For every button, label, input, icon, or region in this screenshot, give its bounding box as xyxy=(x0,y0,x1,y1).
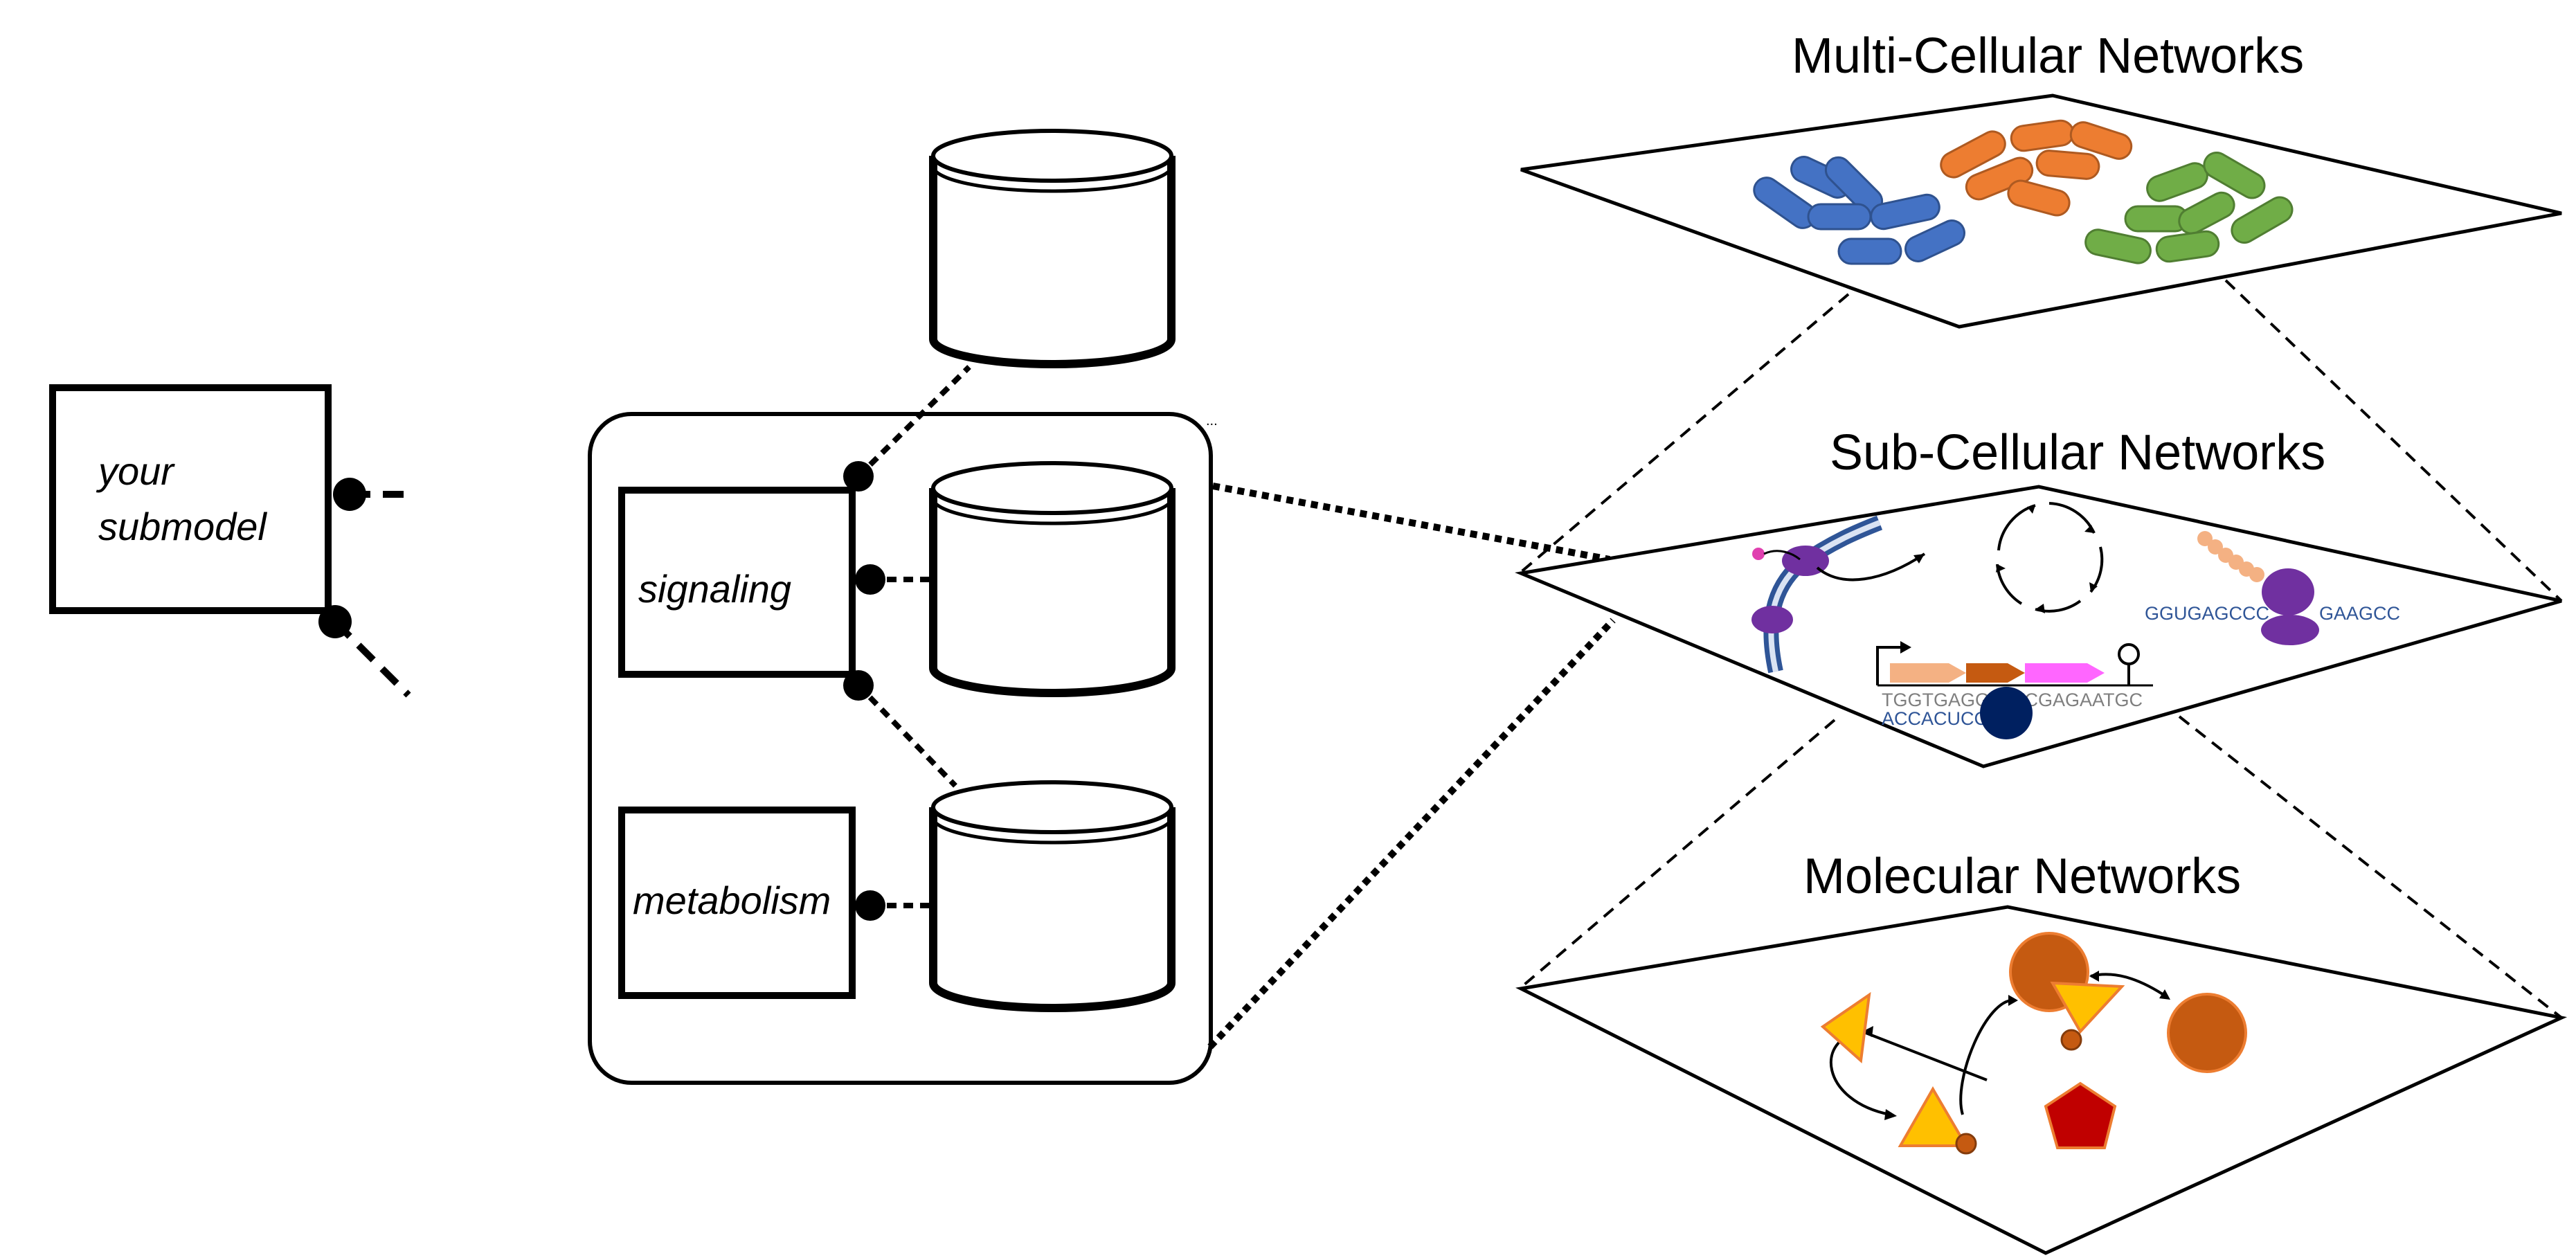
arrowheads xyxy=(1862,971,2170,1120)
layer-molecular: Molecular Networks xyxy=(1515,849,2568,1255)
molecule-triangle-icon xyxy=(1820,991,1871,1064)
membrane-receptor-icon xyxy=(1751,515,1926,674)
composite-ports xyxy=(843,461,885,921)
port-dot xyxy=(855,564,885,595)
port-dot xyxy=(843,461,874,492)
layer-multicellular: Multi-Cellular Networks xyxy=(1520,28,2562,329)
molecule-complex-icon xyxy=(2009,932,2125,1051)
genetic-circuit-icon: TGGTGAGG TCGAGAATGC ACCACUCC xyxy=(1876,641,2153,739)
layer-title-subcellular: Sub-Cellular Networks xyxy=(1830,425,2325,480)
cycle-arrowheads xyxy=(1996,505,2098,613)
store-signaling xyxy=(929,461,1176,697)
port-dot xyxy=(318,605,352,638)
bacteria-cluster-green xyxy=(2084,152,2294,264)
molecule-pentagon-icon xyxy=(2044,1081,2117,1149)
rna-sequence-left: GGUGAGCCC xyxy=(2145,603,2269,624)
dna-sequence-bottom: ACCACUCC xyxy=(1882,708,1988,729)
molecule-triangle-bound-icon xyxy=(1898,1086,1977,1155)
port-dot xyxy=(855,890,885,921)
bacteria-cluster-blue xyxy=(1753,156,1965,265)
port-dot xyxy=(843,670,874,701)
store-metabolism xyxy=(929,780,1176,1012)
layer-connectors xyxy=(1518,279,2563,1019)
metabolism-label: metabolism xyxy=(633,879,831,922)
port-dot xyxy=(333,478,366,511)
your-submodel-box: your submodel xyxy=(49,384,332,614)
ribosome-icon: GGUGAGCCC GAAGCC xyxy=(2145,531,2400,645)
your-submodel-ports xyxy=(318,478,412,698)
signaling-label: signaling xyxy=(638,567,791,611)
zoom-lines xyxy=(1207,483,1616,1050)
store-top xyxy=(929,129,1176,368)
layer-title-multicellular: Multi-Cellular Networks xyxy=(1792,28,2304,84)
layer-subcellular: Sub-Cellular Networks xyxy=(1515,425,2562,768)
signaling-process-box: signaling xyxy=(618,487,856,678)
molecule-circle-icon xyxy=(2167,993,2247,1073)
rna-sequence-right: GAAGCC xyxy=(2319,603,2400,624)
your-submodel-label-line2: submodel xyxy=(98,505,267,548)
bacteria-cluster-orange xyxy=(1940,119,2133,217)
polymerase-icon xyxy=(1980,687,2033,739)
layer-plane xyxy=(1515,485,2562,768)
layer-title-molecular: Molecular Networks xyxy=(1803,849,2241,904)
container-ellipsis: ... xyxy=(1206,413,1218,429)
your-submodel-label-line1: your xyxy=(96,449,175,493)
layer-plane xyxy=(1515,905,2568,1255)
dna-sequence-top-a: TGGTGAGG xyxy=(1882,690,1990,710)
metabolism-process-box: metabolism xyxy=(618,807,856,999)
dna-sequence-top-b: TCGAGAATGC xyxy=(2013,690,2143,710)
composite-wires xyxy=(856,365,971,908)
